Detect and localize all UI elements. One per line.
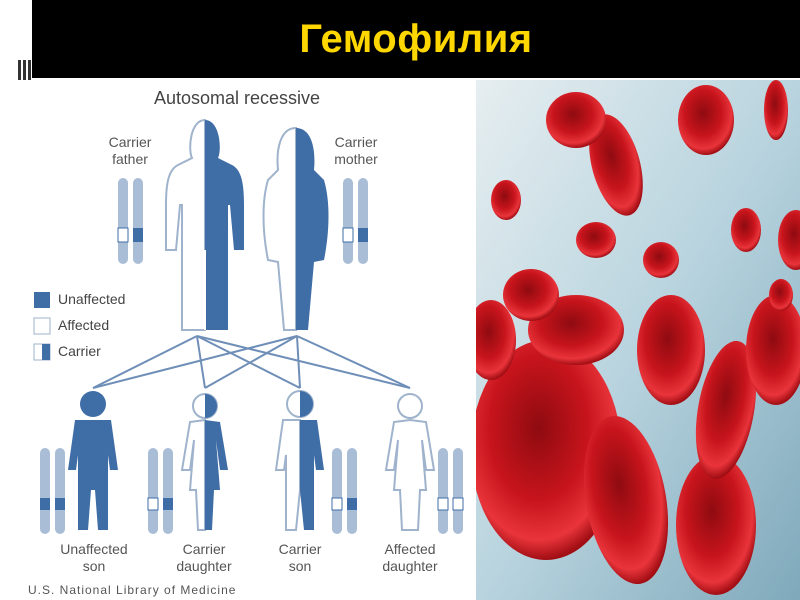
label-carrier-father: Carrier father xyxy=(108,134,152,167)
father-figure xyxy=(165,118,244,331)
legend-unaffected: Unaffected xyxy=(58,291,126,307)
pedigree-graphic xyxy=(33,118,464,534)
mother-figure xyxy=(262,126,329,331)
label-carrier-daughter: Carrier daughter xyxy=(176,541,232,574)
label-unaffected-son: Unaffected son xyxy=(60,541,128,574)
children-chromosomes xyxy=(40,448,464,534)
mother-chromosomes xyxy=(342,178,368,264)
legend-affected: Affected xyxy=(58,317,110,333)
legend-carrier: Carrier xyxy=(58,343,101,359)
father-chromosomes xyxy=(117,178,143,264)
source-credit: U.S. National Library of Medicine xyxy=(28,583,237,597)
child-carrier-son xyxy=(274,390,324,531)
connection-lines xyxy=(92,335,411,389)
inheritance-diagram xyxy=(18,80,476,600)
legend-swatches xyxy=(33,292,51,361)
label-carrier-son: Carrier son xyxy=(278,541,322,574)
slide-title: Гемофилия xyxy=(299,16,533,61)
decorative-bars xyxy=(16,60,32,90)
blood-cells-photo xyxy=(476,80,800,600)
red-blood-cells xyxy=(476,80,800,595)
diagram-heading: Autosomal recessive xyxy=(153,88,321,108)
child-unaffected-son xyxy=(68,391,118,530)
label-carrier-mother: Carrier mother xyxy=(334,134,378,167)
label-affected-daughter: Affected daughter xyxy=(382,541,438,574)
child-carrier-daughter xyxy=(180,393,228,531)
child-affected-daughter xyxy=(384,393,436,531)
title-bar xyxy=(32,0,800,78)
